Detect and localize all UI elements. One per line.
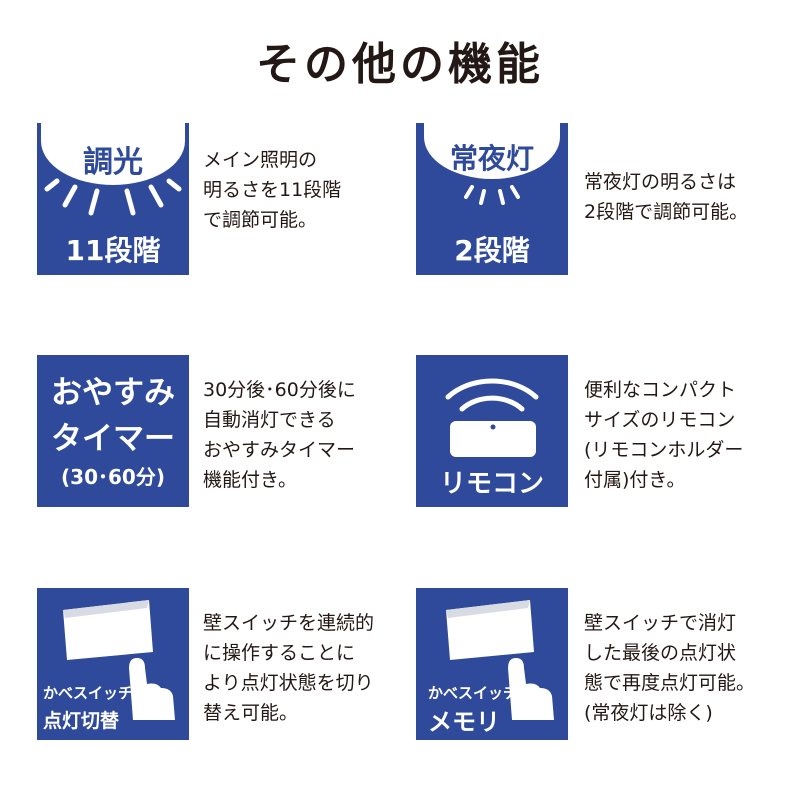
remote-control-icon — [445, 378, 539, 457]
page-title: その他の機能 — [256, 39, 544, 90]
wall-switch-memory-tile: かべスイッチ メモリ — [416, 588, 568, 740]
wall-switch-hand-icon — [446, 600, 554, 720]
wall-switch-memory-label2: メモリ — [428, 708, 500, 736]
wall-switch-toggle-tile: かべスイッチ 点灯切替 — [37, 588, 189, 740]
wall-switch-memory-description: 壁スイッチで消灯 した最後の点灯状 態で再度点灯可能。 (常夜灯は除く) — [584, 612, 756, 724]
remote-label: リモコン — [439, 469, 544, 499]
wall-switch-memory-label1: かべスイッチ — [428, 684, 519, 702]
sleep-timer-line1: おやすみ — [51, 375, 175, 411]
dimming-description: メイン照明の 明るさを11段階 で調節可能。 — [203, 149, 342, 231]
sleep-timer-line3: (30･60分) — [61, 465, 165, 489]
dimming-tile: 調光 11段階 — [37, 123, 189, 275]
dimming-badge: 調光 — [83, 145, 143, 180]
nightlight-label: 2段階 — [454, 234, 530, 267]
ceiling-light-icon — [41, 123, 185, 216]
wall-switch-hand-icon — [63, 600, 175, 720]
nightlight-tile: 常夜灯 2段階 — [416, 123, 568, 275]
wall-switch-toggle-label1: かべスイッチ — [43, 684, 134, 702]
remote-tile: リモコン — [416, 355, 568, 507]
sleep-timer-tile: おやすみ タイマー (30･60分) — [37, 355, 189, 507]
dimming-label: 11段階 — [65, 234, 161, 267]
remote-description: 便利なコンパクト サイズのリモコン (リモコンホルダー 付属)付き。 — [584, 379, 744, 491]
sleep-timer-description: 30分後･60分後に 自動消灯できる おやすみタイマー 機能付き。 — [203, 379, 356, 491]
nightlight-badge: 常夜灯 — [449, 142, 534, 175]
wall-switch-toggle-label2: 点灯切替 — [43, 710, 120, 732]
wall-switch-toggle-description: 壁スイッチを連続的 に操作することに より点灯状態を切り 替え可能。 — [203, 612, 375, 724]
nightlight-icon — [424, 123, 560, 205]
nightlight-description: 常夜灯の明るさは 2段階で調節可能。 — [584, 171, 749, 223]
sleep-timer-line2: タイマー — [51, 421, 175, 457]
